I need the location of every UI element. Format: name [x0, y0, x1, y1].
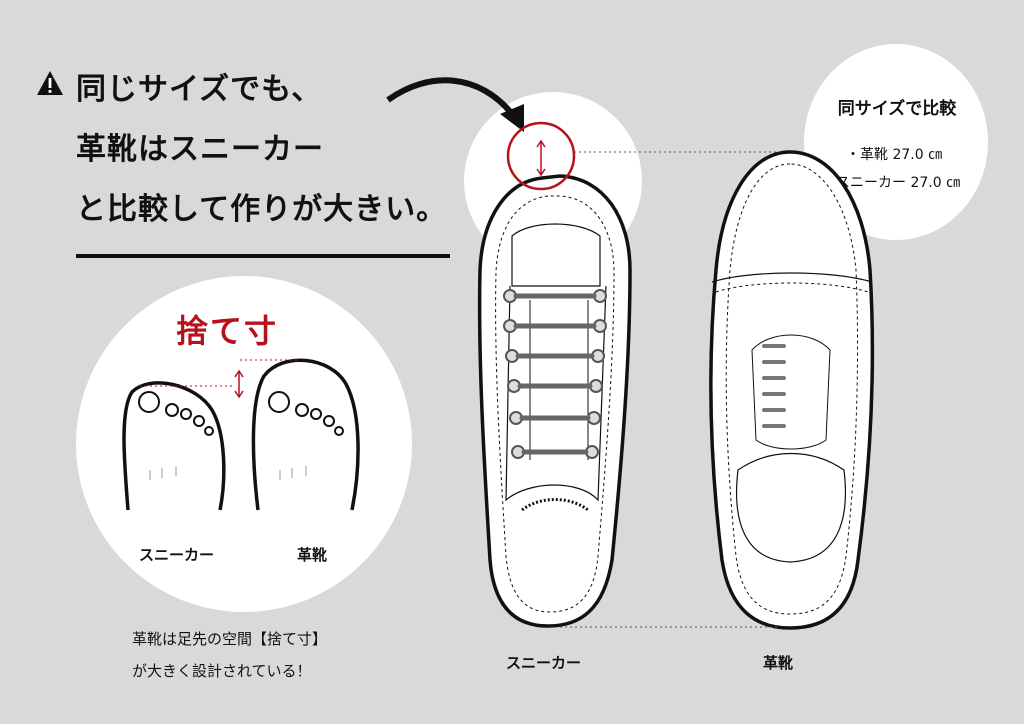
- sneaker-illustration: [477, 174, 632, 628]
- note-line-1: 革靴は足先の空間【捨て寸】: [132, 630, 328, 648]
- foot-label-leather: 革靴: [297, 546, 328, 564]
- toe-space-guides: [140, 359, 300, 387]
- headline-line-2: 革靴はスニーカー: [76, 132, 324, 167]
- comparison-item-sneaker: ・スニーカー 27.0 ㎝: [822, 175, 961, 191]
- comparison-title: 同サイズで比較: [837, 99, 957, 119]
- toe-highlight: [506, 121, 576, 191]
- comparison-guides: [560, 151, 780, 628]
- curved-arrow-icon: [386, 77, 524, 132]
- headline-underline: [76, 254, 450, 258]
- leather-shoe-illustration: [709, 150, 875, 630]
- headline-line-1: 同じサイズでも、: [76, 72, 323, 107]
- leather-shoe-laces: [762, 344, 786, 428]
- note-line-2: が大きく設計されている！: [132, 662, 312, 680]
- comparison-item-leather: ・革靴 27.0 ㎝: [846, 147, 943, 163]
- headline-line-3: と比較して作りが大きい。: [76, 192, 448, 227]
- double-arrow-icon: [234, 369, 244, 399]
- shoe-label-leather: 革靴: [763, 654, 794, 672]
- toe-space-circle: [76, 276, 412, 612]
- sneaker-laces: [513, 293, 597, 455]
- foot-leather-illustration: [251, 358, 360, 511]
- foot-sneaker-illustration: [122, 381, 226, 511]
- shoe-label-sneaker: スニーカー: [506, 654, 582, 672]
- foot-label-sneaker: スニーカー: [139, 546, 215, 564]
- toe-space-title: 捨て寸: [176, 312, 279, 350]
- warning-icon: [37, 71, 63, 95]
